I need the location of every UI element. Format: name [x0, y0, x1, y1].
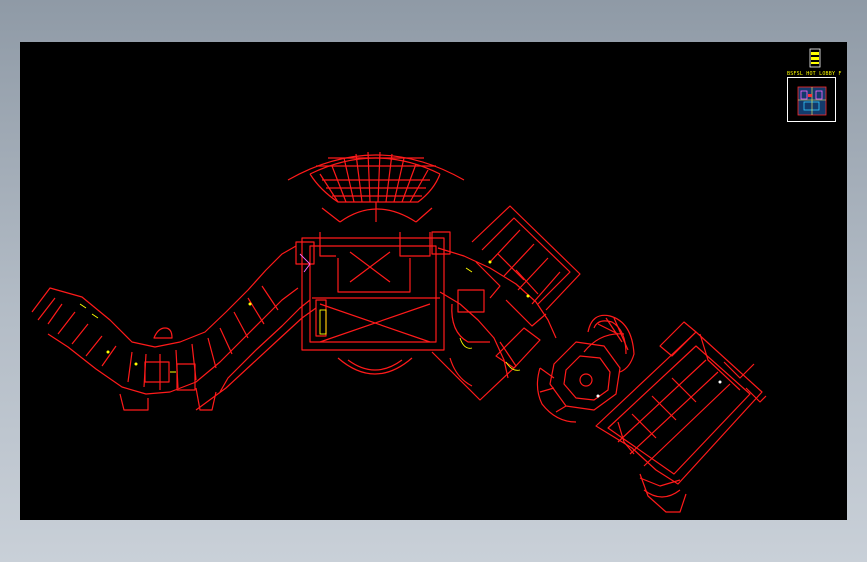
floor-plan-linework: [31, 151, 767, 513]
thumbnail-caption: BSFSL HOT LOBBY F: [787, 71, 842, 77]
floor-plan-drawing: [31, 151, 767, 513]
thumbnail-preview[interactable]: [787, 77, 836, 122]
plan-accent-details: [79, 253, 722, 398]
cad-model-viewport[interactable]: BSFSL HOT LOBBY F: [20, 42, 847, 520]
